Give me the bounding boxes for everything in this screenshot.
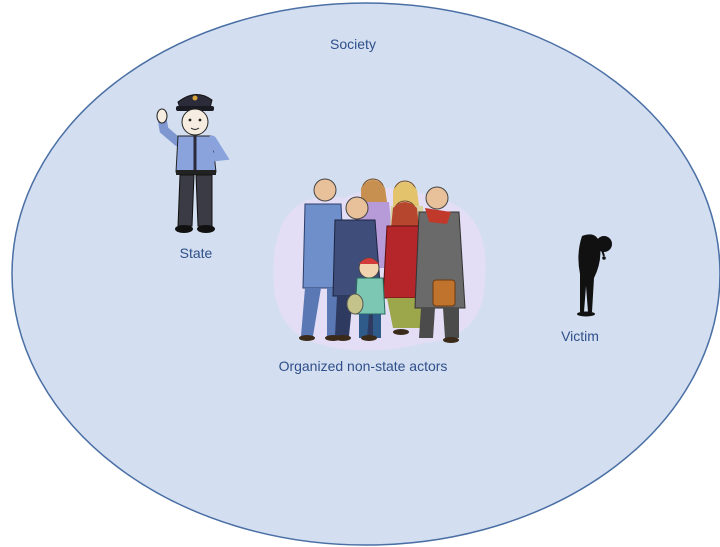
actors-label: Organized non-state actors — [278, 358, 448, 374]
bowed-figure-icon — [577, 234, 612, 317]
crowd-group-icon — [273, 178, 486, 351]
victim-label: Victim — [561, 328, 599, 344]
police-officer-icon — [156, 94, 230, 233]
state-label: State — [179, 245, 213, 261]
society-label: Society — [330, 36, 376, 52]
